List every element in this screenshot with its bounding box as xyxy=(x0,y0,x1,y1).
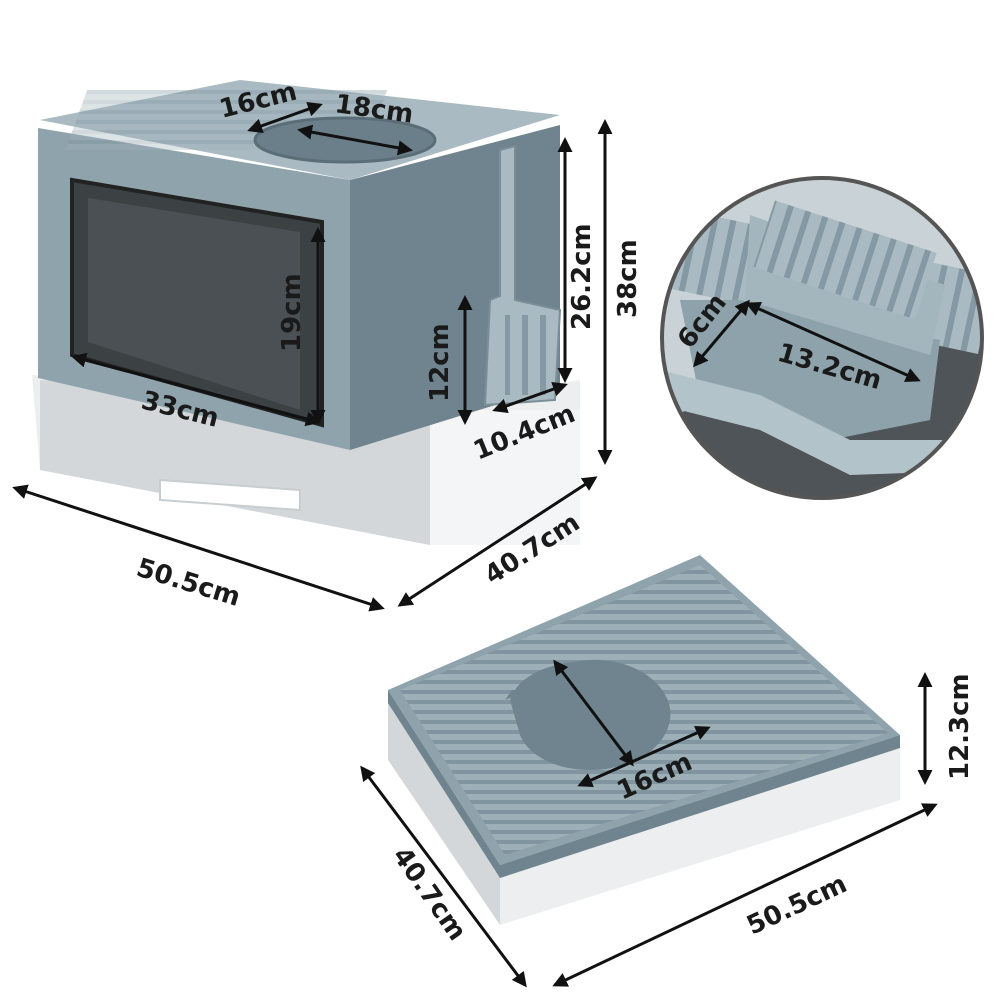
detail-zoom-circle xyxy=(660,176,984,500)
arrow-top-opening-width xyxy=(297,124,413,156)
arrow-door-width xyxy=(71,352,321,427)
detail-front-rail xyxy=(662,370,982,475)
arrow-scoop-width xyxy=(492,381,568,414)
label-tray-height: 12.3cm xyxy=(945,673,975,780)
arrow-top-opening-depth xyxy=(247,101,323,134)
arrow-pocket-length xyxy=(745,302,921,382)
arrow-tray-length xyxy=(552,803,938,987)
arrow-total-width xyxy=(397,476,598,607)
scoop-holes xyxy=(505,315,550,395)
arrow-opening-depth xyxy=(553,659,634,767)
arrow-total-length xyxy=(12,484,385,612)
tray-cat-ears xyxy=(505,690,528,700)
label-door-height: 19cm xyxy=(277,273,307,352)
arrow-tray-width xyxy=(360,765,527,988)
folded-tray xyxy=(388,555,900,925)
label-inner-height: 26.2cm xyxy=(567,223,597,330)
assembled-dimensions xyxy=(12,101,613,612)
arrow-pocket-depth xyxy=(693,299,750,368)
label-total-height: 38cm xyxy=(613,239,643,318)
label-tray-length: 50.5cm xyxy=(742,869,851,941)
detail-flap-ribs xyxy=(753,200,937,320)
label-scoop-height: 12cm xyxy=(425,323,455,402)
label-total-length: 50.5cm xyxy=(133,553,244,613)
arrow-opening-width xyxy=(577,726,711,787)
